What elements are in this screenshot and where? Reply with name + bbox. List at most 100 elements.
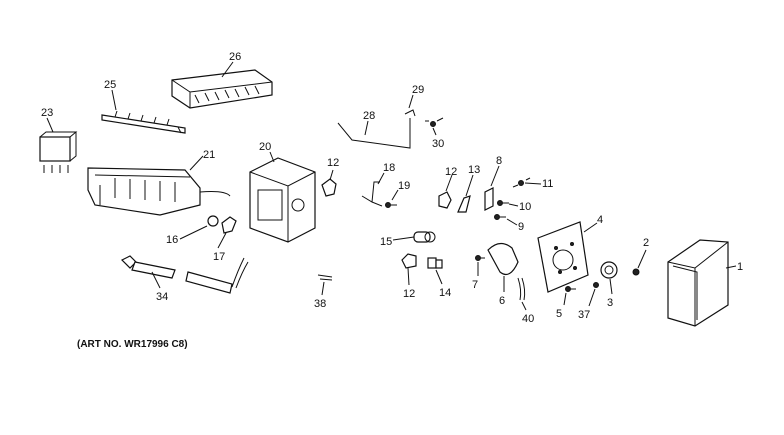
leader-10 — [508, 203, 519, 207]
part-6-motor — [487, 242, 519, 275]
part-40-wire — [517, 277, 526, 301]
part-28-shutoff-arm — [337, 118, 411, 149]
callout-30: 30 — [432, 138, 444, 150]
callout-40: 40 — [522, 313, 534, 325]
callout-3: 3 — [607, 297, 613, 309]
leader-2 — [637, 249, 647, 269]
leader-38 — [321, 281, 325, 296]
leader-34 — [151, 271, 161, 289]
callout-7: 7 — [472, 279, 478, 291]
callout-29: 29 — [412, 84, 424, 96]
leader-5 — [563, 292, 567, 306]
part-30-screw — [425, 117, 444, 127]
part-1-cover — [667, 239, 729, 327]
callout-13: 13 — [468, 164, 480, 176]
callout-6: 6 — [499, 295, 505, 307]
part-7-screw — [475, 255, 485, 261]
part-5-screw — [565, 286, 576, 292]
part-15-thermostat — [413, 231, 436, 243]
callout-8: 8 — [496, 155, 502, 167]
callout-9: 9 — [518, 221, 524, 233]
callout-18: 18 — [383, 162, 395, 174]
leader-17 — [217, 232, 227, 249]
art-number-caption: (ART NO. WR17996 C8) — [77, 339, 188, 350]
part-17-gear — [221, 216, 237, 234]
part-37-screw — [593, 282, 599, 288]
leader-28 — [364, 120, 369, 136]
callout-21: 21 — [203, 149, 215, 161]
part-12c-bracket — [401, 253, 417, 269]
part-23-bracket — [39, 131, 78, 173]
leader-12a — [329, 169, 334, 181]
leader-30 — [432, 127, 437, 136]
callout-16: 16 — [166, 234, 178, 246]
leader-37 — [588, 288, 596, 307]
part-21-mold — [87, 167, 231, 216]
callout-38: 38 — [314, 298, 326, 310]
leader-3 — [609, 278, 613, 295]
callout-5: 5 — [556, 308, 562, 320]
callout-12a: 12 — [327, 157, 339, 169]
part-8-switch-bracket — [484, 187, 494, 211]
callout-12c: 12 — [403, 288, 415, 300]
part-13-arm — [457, 195, 471, 213]
leader-23 — [46, 117, 54, 133]
leader-11 — [524, 182, 542, 185]
part-11-screw — [512, 177, 531, 188]
leader-9 — [506, 218, 518, 226]
callout-15: 15 — [380, 236, 392, 248]
part-9-screw — [494, 214, 506, 220]
leader-4 — [583, 222, 598, 233]
callout-25: 25 — [104, 79, 116, 91]
leader-18 — [377, 172, 385, 185]
leader-8 — [490, 165, 500, 187]
part-12b-bracket — [438, 191, 452, 209]
callout-14: 14 — [439, 287, 451, 299]
leader-14 — [435, 269, 443, 285]
callout-11: 11 — [542, 178, 553, 190]
leader-26 — [221, 61, 234, 78]
part-29-spring — [404, 109, 416, 117]
part-3-gear — [600, 261, 618, 279]
leader-16 — [179, 225, 208, 240]
callout-19: 19 — [398, 180, 410, 192]
leader-29 — [408, 94, 414, 109]
leader-20 — [269, 151, 275, 163]
leader-21 — [189, 155, 204, 171]
part-10-screw — [497, 200, 509, 206]
callout-20: 20 — [259, 141, 271, 153]
part-20-housing — [249, 157, 316, 243]
leader-1 — [725, 265, 737, 269]
callout-37: 37 — [578, 309, 590, 321]
part-2-screw — [632, 268, 640, 276]
leader-12b — [445, 174, 453, 192]
leader-12c — [407, 267, 410, 286]
part-4-mounting-plate — [537, 221, 589, 293]
part-38-clip — [317, 274, 333, 281]
leader-19 — [391, 189, 399, 201]
leader-13 — [465, 174, 474, 197]
callout-17: 17 — [213, 251, 225, 263]
part-12a-bracket — [321, 178, 337, 197]
wiring-harness — [185, 257, 249, 294]
callout-1: 1 — [737, 261, 743, 273]
callout-2: 2 — [643, 237, 649, 249]
callout-10: 10 — [519, 201, 531, 213]
part-16-cam — [207, 215, 219, 227]
part-14-switch — [427, 257, 443, 269]
leader-15 — [392, 236, 415, 241]
callout-4: 4 — [597, 214, 603, 226]
callout-23: 23 — [41, 107, 53, 119]
part-26-stripper — [171, 69, 273, 109]
leader-40 — [521, 301, 527, 311]
part-34-fill-cup — [120, 255, 176, 279]
callout-34: 34 — [156, 291, 168, 303]
part-25-ejector — [101, 110, 186, 134]
part-18-lever — [361, 181, 383, 207]
leader-25 — [111, 89, 117, 111]
callout-28: 28 — [363, 110, 375, 122]
part-19-screw — [385, 202, 397, 208]
callout-12b: 12 — [445, 166, 457, 178]
callout-26: 26 — [229, 51, 241, 63]
